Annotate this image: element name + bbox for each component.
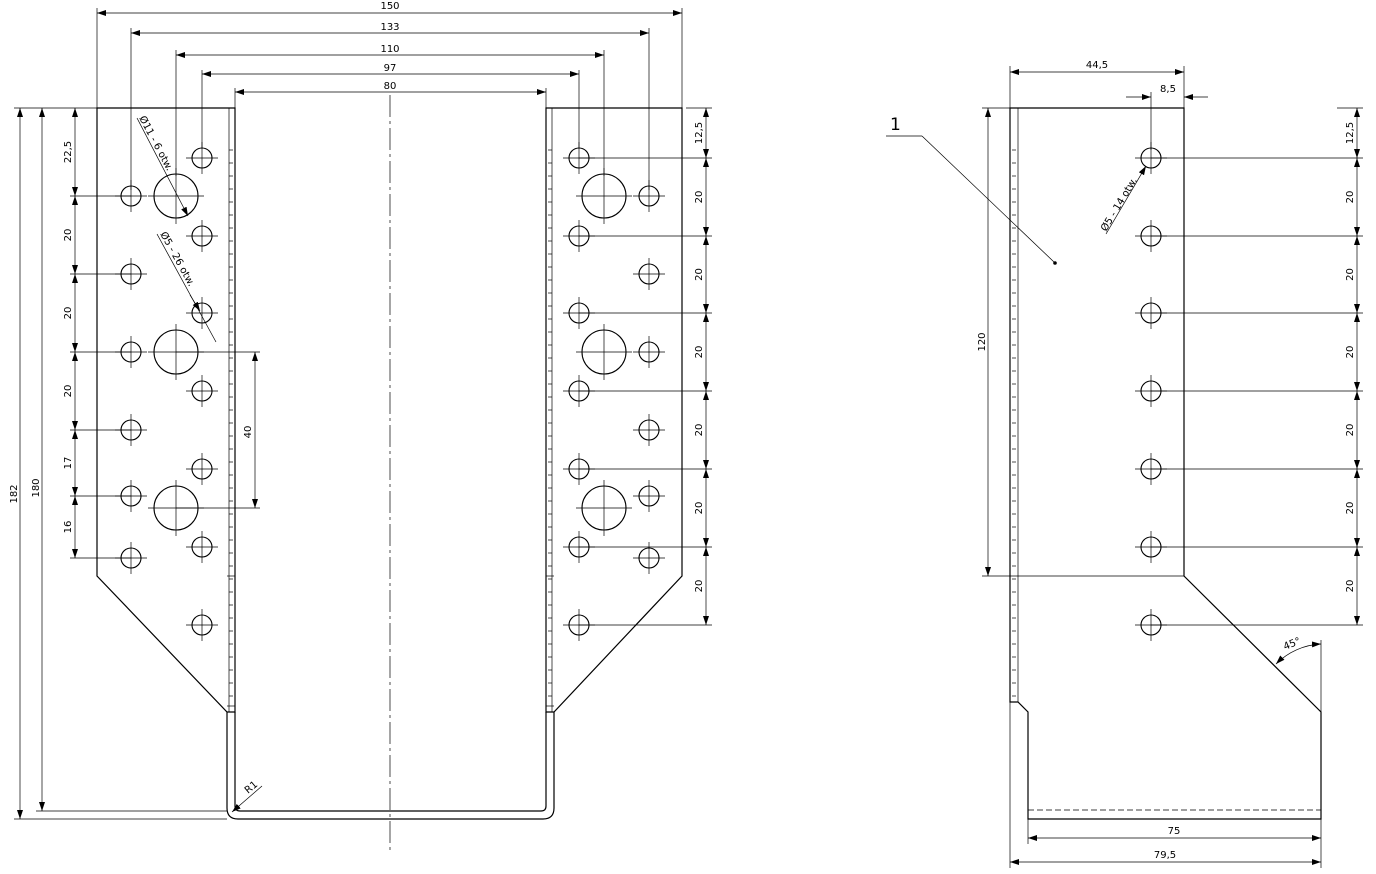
chain-dim-right: 20 — [694, 268, 705, 281]
part-callout: 1 — [886, 115, 1057, 265]
chain-dim-right: 12,5 — [694, 122, 705, 144]
chain-dim-left: 20 — [63, 229, 74, 242]
hole-small — [633, 258, 665, 290]
dim-110: 110 — [380, 44, 399, 55]
note-small-holes: Ø5 - 26 otw. — [157, 230, 197, 289]
chain-dim-right: 20 — [1345, 580, 1356, 593]
side-height-dimension: 120 — [977, 107, 1010, 577]
dim-120: 120 — [977, 332, 988, 351]
chain-dim-right: 20 — [694, 346, 705, 359]
side-top-dimensions: 44,5 8,5 — [1009, 60, 1208, 150]
chain-dim-left: 22,5 — [63, 141, 74, 163]
chain-dim-right: 20 — [1345, 502, 1356, 515]
dim-80: 80 — [384, 81, 397, 92]
top-dimensions: 150 133 110 97 80 — [96, 1, 683, 190]
left-dimensions: 182 180 22,5 20 20 20 17 16 — [9, 107, 227, 820]
dim-182: 182 — [9, 484, 20, 503]
hole-spacing-dimension: 40 — [176, 351, 260, 509]
chain-dim-left: 20 — [63, 385, 74, 398]
hole-large — [148, 168, 204, 224]
chain-dim-right: 12,5 — [1345, 122, 1356, 144]
dim-75: 75 — [1168, 826, 1181, 837]
radius-label: R1 — [243, 779, 260, 796]
hole-large — [576, 324, 632, 380]
side-bottom-dimensions: 75 79,5 — [1009, 702, 1322, 868]
dim-40: 40 — [243, 426, 254, 439]
note-big-holes: Ø11 - 6 otw. — [136, 114, 175, 173]
hole-large — [576, 168, 632, 224]
chain-dim-left: 20 — [63, 307, 74, 320]
right-dimensions: 12,5 20 20 20 20 20 20 — [579, 107, 712, 626]
dim-97: 97 — [384, 63, 397, 74]
side-right-dimensions: 12,5 20 20 20 20 20 20 — [1151, 107, 1363, 626]
hole-small — [186, 609, 218, 641]
side-view: 1 44,5 8,5 120 Ø5 - 14 otw. — [886, 60, 1363, 868]
chain-dim-right: 20 — [694, 580, 705, 593]
dim-8-5: 8,5 — [1160, 84, 1176, 95]
hole-small — [186, 220, 218, 252]
left-wing-outline — [96, 107, 236, 713]
front-holes — [115, 142, 665, 641]
hole-small — [633, 336, 665, 368]
hole-large — [576, 480, 632, 536]
chain-dim-right: 20 — [1345, 424, 1356, 437]
front-view: 150 133 110 97 80 182 180 — [9, 1, 712, 852]
chain-dim-right: 20 — [1345, 191, 1356, 204]
hole-small — [633, 542, 665, 574]
dim-44-5: 44,5 — [1086, 60, 1108, 71]
chain-dim-right: 20 — [694, 424, 705, 437]
dim-180: 180 — [31, 478, 42, 497]
hole-small — [186, 453, 218, 485]
hole-small — [186, 375, 218, 407]
chain-dim-left: 17 — [63, 457, 74, 470]
chain-dim-right: 20 — [1345, 268, 1356, 281]
dim-150: 150 — [380, 1, 399, 12]
hole-small — [633, 414, 665, 446]
hole-small — [186, 297, 218, 329]
hole-small — [186, 531, 218, 563]
chain-dim-left: 16 — [63, 521, 74, 534]
side-outline — [1009, 107, 1322, 820]
u-channel-outline — [226, 712, 555, 820]
angle-label: 45° — [1282, 636, 1303, 653]
side-hole-note: Ø5 - 14 otw. — [1098, 165, 1147, 235]
chain-dim-right: 20 — [694, 191, 705, 204]
dim-79-5: 79,5 — [1154, 850, 1176, 861]
note-side-holes: Ø5 - 14 otw. — [1098, 175, 1139, 233]
radius-callout: R1 — [231, 779, 263, 813]
hole-small — [633, 180, 665, 212]
chain-dim-right: 20 — [694, 502, 705, 515]
part-label: 1 — [890, 115, 901, 135]
hole-small — [633, 480, 665, 512]
right-wing-outline — [545, 107, 683, 713]
chain-dim-right: 20 — [1345, 346, 1356, 359]
side-holes — [1135, 142, 1167, 641]
dim-133: 133 — [380, 22, 399, 33]
